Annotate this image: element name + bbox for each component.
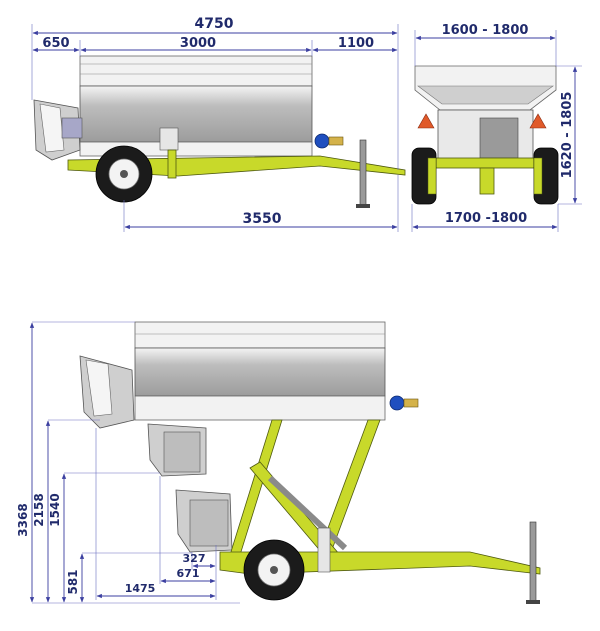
dim-height-2158: 2158: [32, 493, 46, 526]
dim-height-1540: 1540: [48, 493, 62, 526]
dim-reach-671: 671: [177, 567, 200, 580]
raised-view-dimensions: 3368 2158 1540 581 327 671 1475: [16, 321, 240, 604]
rear-axle-frame: [421, 157, 549, 169]
side-hydraulic-coupling: [314, 133, 330, 149]
raised-hopper-body: [134, 347, 386, 397]
dim-body-length: 3000: [180, 36, 216, 51]
rear-reflector-right: [529, 113, 547, 129]
raised-jack-stand: [529, 521, 537, 603]
rear-view-dimensions: 1600 - 1800 1620 - 1805 1700 -1800: [411, 23, 582, 232]
dim-height-581: 581: [66, 569, 80, 594]
dim-reach-1475: 1475: [125, 582, 156, 595]
raised-view: [79, 321, 541, 604]
side-jack-stand: [359, 139, 367, 207]
side-view-dimensions: 4750 650 3000 1100 3550: [31, 16, 399, 232]
dim-wheel-to-jack: 3550: [243, 211, 282, 227]
dim-raised-height: 3368: [16, 503, 30, 536]
side-hopper-body: [79, 85, 313, 143]
dim-width-top: 1600 - 1800: [442, 23, 529, 38]
rear-reflector-left: [417, 113, 435, 129]
raised-hydraulic-ram: [267, 475, 348, 551]
raised-hopper-top: [134, 321, 386, 349]
dim-overall-length: 4750: [195, 16, 234, 32]
dim-track-width: 1700 -1800: [445, 211, 527, 226]
dim-drawbar-length: 1100: [338, 36, 374, 51]
rear-view: [411, 65, 559, 205]
side-view: [33, 55, 406, 208]
side-hopper-top: [79, 55, 313, 87]
dim-front-overhang: 650: [42, 36, 69, 51]
dim-height-side: 1620 - 1805: [560, 92, 575, 179]
dim-reach-327: 327: [183, 552, 206, 565]
